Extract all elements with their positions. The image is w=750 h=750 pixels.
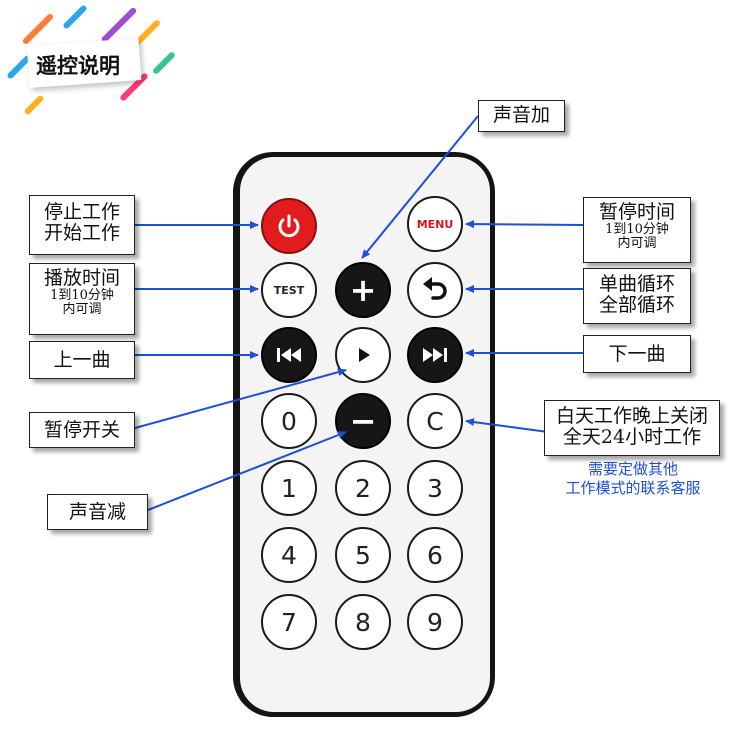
- arrow-volume-up: [361, 115, 479, 259]
- loop-button[interactable]: [407, 262, 463, 318]
- number-7-button[interactable]: 7: [261, 594, 317, 650]
- number-1-button[interactable]: 1: [261, 460, 317, 516]
- number-0-button[interactable]: 0: [261, 393, 317, 449]
- test-button[interactable]: TEST: [261, 262, 317, 318]
- number-2-button[interactable]: 2: [335, 460, 391, 516]
- label-volume-up: 声音加: [478, 100, 565, 132]
- menu-button[interactable]: MENU: [407, 196, 463, 252]
- label-next: 下一曲: [583, 335, 691, 373]
- power-icon: [278, 214, 300, 238]
- header-badge: 遥控说明: [0, 0, 200, 150]
- volume-up-button[interactable]: +: [335, 262, 391, 318]
- number-5-button[interactable]: 5: [335, 527, 391, 583]
- custom-mode-note: 需要定做其他 工作模式的联系客服: [565, 460, 701, 497]
- previous-track-icon: [277, 348, 301, 362]
- power-button[interactable]: [261, 198, 317, 254]
- label-play-time: 播放时间 1到10分钟 内可调: [29, 263, 135, 335]
- number-4-button[interactable]: 4: [261, 527, 317, 583]
- return-arrow-icon: [423, 277, 447, 300]
- number-3-button[interactable]: 3: [407, 460, 463, 516]
- number-9-button[interactable]: 9: [407, 594, 463, 650]
- label-volume-down: 声音减: [47, 494, 148, 530]
- number-6-button[interactable]: 6: [407, 527, 463, 583]
- arrow-menu: [465, 220, 584, 229]
- label-power: 停止工作 开始工作: [29, 195, 135, 255]
- label-pause-toggle: 暂停开关: [29, 412, 135, 448]
- arrow-volume-down: [147, 431, 347, 511]
- label-previous: 上一曲: [29, 341, 135, 379]
- arrow-pause: [134, 368, 347, 429]
- volume-down-button[interactable]: −: [335, 393, 391, 449]
- label-pause-time: 暂停时间 1到10分钟 内可调: [583, 197, 691, 263]
- play-icon: [359, 348, 370, 362]
- arrow-c: [465, 418, 549, 433]
- page-title: 遥控说明: [36, 54, 120, 78]
- mode-c-button[interactable]: C: [407, 393, 463, 449]
- previous-track-button[interactable]: [261, 327, 317, 383]
- number-8-button[interactable]: 8: [335, 594, 391, 650]
- next-track-button[interactable]: [407, 327, 463, 383]
- label-loop: 单曲循环 全部循环: [583, 268, 691, 324]
- next-track-icon: [423, 348, 447, 362]
- label-day-mode: 白天工作晚上关闭 全天24小时工作: [544, 400, 720, 456]
